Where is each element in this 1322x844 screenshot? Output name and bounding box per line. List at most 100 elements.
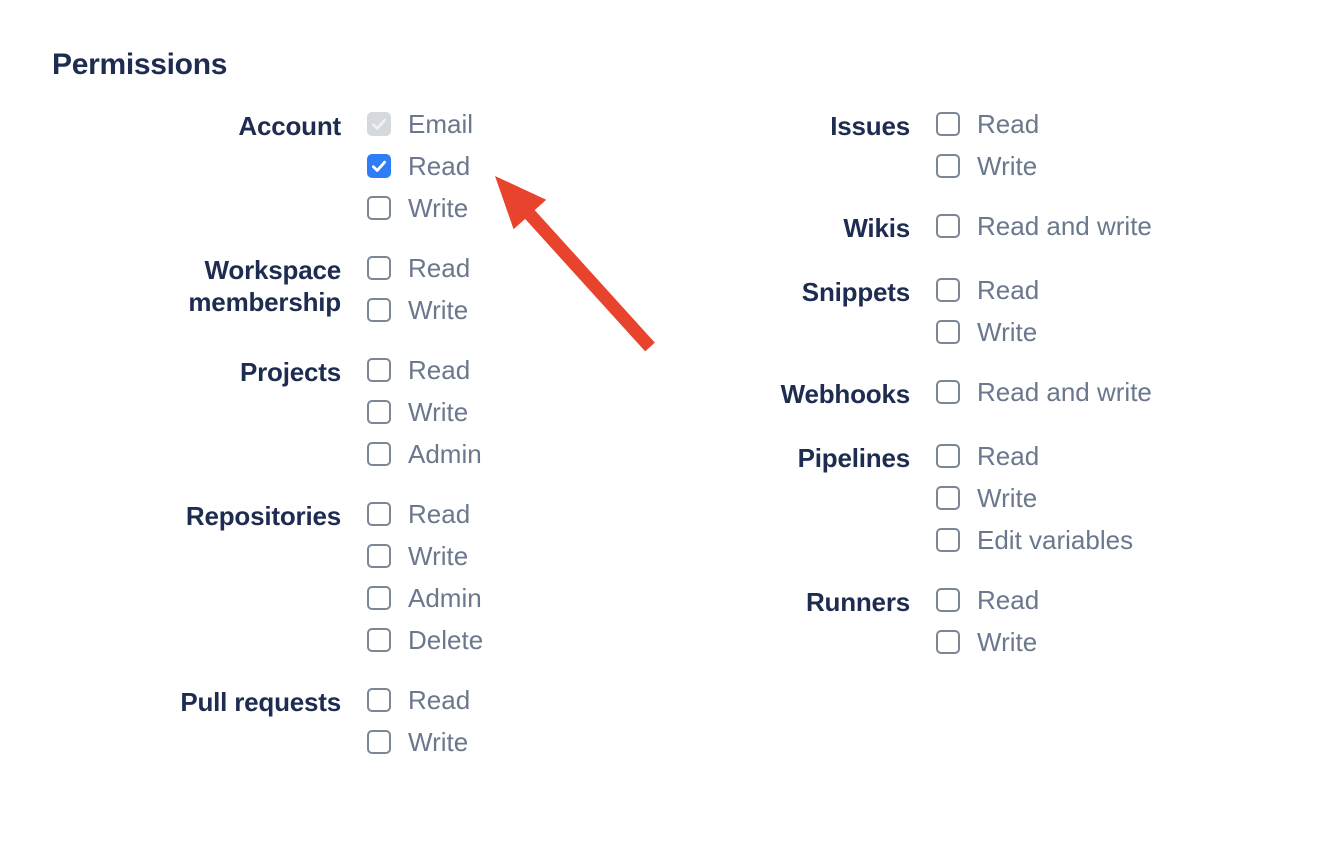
group-label-repositories: Repositories [185,501,341,531]
option-label-repositories-admin[interactable]: Admin [408,583,482,613]
permission-option-snippets-write[interactable]: Write [936,318,1152,346]
group-label-projects: Projects [239,357,341,387]
group-label-pull-requests: Pull requests [180,687,341,717]
checkbox-webhooks-read-and-write[interactable] [936,380,960,404]
checkmark-icon [372,118,386,130]
permission-option-pipelines-read[interactable]: Read [936,442,1152,470]
checkbox-repositories-read[interactable] [367,502,391,526]
option-label-runners-read[interactable]: Read [977,585,1040,615]
option-label-runners-write[interactable]: Write [977,627,1038,657]
checkbox-wikis-read-and-write[interactable] [936,214,960,238]
permission-option-issues-write[interactable]: Write [936,152,1152,180]
permission-options: Read and write [936,212,1152,244]
option-label-projects-read[interactable]: Read [408,355,471,385]
checkbox-issues-read[interactable] [936,112,960,136]
red-arrow-annotation [495,176,655,352]
checkbox-runners-write[interactable] [936,630,960,654]
permission-group-wikis: Wikis Read and write [760,212,1152,244]
red-arrow-shape [495,176,655,352]
checkbox-pipelines-write[interactable] [936,486,960,510]
permission-option-workspace-membership-write[interactable]: Write [367,296,483,324]
option-label-pipelines-read[interactable]: Read [977,441,1040,471]
checkbox-projects-read[interactable] [367,358,391,382]
checkbox-repositories-write[interactable] [367,544,391,568]
permission-option-projects-write[interactable]: Write [367,398,483,426]
permission-option-account-write[interactable]: Write [367,194,483,222]
option-label-workspace-membership-write[interactable]: Write [408,295,469,325]
permission-option-repositories-delete[interactable]: Delete [367,626,483,654]
option-label-issues-read[interactable]: Read [977,109,1040,139]
permission-option-repositories-write[interactable]: Write [367,542,483,570]
option-label-account-write[interactable]: Write [408,193,469,223]
option-label-pull-requests-write[interactable]: Write [408,727,469,757]
permission-option-runners-read[interactable]: Read [936,586,1152,614]
option-label-repositories-delete[interactable]: Delete [408,625,484,655]
checkbox-projects-write[interactable] [367,400,391,424]
option-label-pull-requests-read[interactable]: Read [408,685,471,715]
checkbox-account-write[interactable] [367,196,391,220]
option-label-wikis-read-and-write[interactable]: Read and write [977,211,1152,241]
option-label-workspace-membership-read[interactable]: Read [408,253,471,283]
checkbox-account-read[interactable] [367,154,391,178]
permission-option-runners-write[interactable]: Write [936,628,1152,656]
permission-option-repositories-admin[interactable]: Admin [367,584,483,612]
checkbox-pipelines-read[interactable] [936,444,960,468]
permission-option-projects-read[interactable]: Read [367,356,483,384]
option-label-projects-write[interactable]: Write [408,397,469,427]
checkbox-runners-read[interactable] [936,588,960,612]
option-label-account-email: Email [408,109,474,139]
checkbox-pull-requests-read[interactable] [367,688,391,712]
checkbox-snippets-read[interactable] [936,278,960,302]
checkbox-issues-write[interactable] [936,154,960,178]
permission-option-snippets-read[interactable]: Read [936,276,1152,304]
option-label-projects-admin[interactable]: Admin [408,439,482,469]
group-label-pipelines: Pipelines [797,443,911,473]
checkbox-pipelines-edit-variables[interactable] [936,528,960,552]
permission-option-pull-requests-write[interactable]: Write [367,728,483,756]
checkbox-repositories-admin[interactable] [367,586,391,610]
permission-option-pull-requests-read[interactable]: Read [367,686,483,714]
checkbox-account-email [367,112,391,136]
option-label-snippets-read[interactable]: Read [977,275,1040,305]
permission-option-issues-read[interactable]: Read [936,110,1152,138]
checkbox-pull-requests-write[interactable] [367,730,391,754]
group-label-snippets: Snippets [801,277,910,307]
permission-option-webhooks-read-and-write[interactable]: Read and write [936,378,1152,406]
checkbox-workspace-membership-write[interactable] [367,298,391,322]
option-label-webhooks-read-and-write[interactable]: Read and write [977,377,1152,407]
option-label-repositories-write[interactable]: Write [408,541,469,571]
option-label-pipelines-edit-variables[interactable]: Edit variables [977,525,1134,555]
checkbox-repositories-delete[interactable] [367,628,391,652]
permission-option-account-read[interactable]: Read [367,152,483,180]
checkbox-snippets-write[interactable] [936,320,960,344]
checkbox-projects-admin[interactable] [367,442,391,466]
group-label-account: Account [238,111,341,141]
option-label-issues-write[interactable]: Write [977,151,1038,181]
option-label-pipelines-write[interactable]: Write [977,483,1038,513]
option-label-snippets-write[interactable]: Write [977,317,1038,347]
permission-option-wikis-read-and-write[interactable]: Read and write [936,212,1152,240]
option-label-account-read[interactable]: Read [408,151,471,181]
permission-option-workspace-membership-read[interactable]: Read [367,254,483,282]
permission-option-projects-admin[interactable]: Admin [367,440,483,468]
group-label-wikis: Wikis [843,213,910,243]
checkbox-workspace-membership-read[interactable] [367,256,391,280]
permission-option-pipelines-edit-variables[interactable]: Edit variables [936,526,1152,554]
option-label-repositories-read[interactable]: Read [408,499,471,529]
permission-option-repositories-read[interactable]: Read [367,500,483,528]
permission-option-pipelines-write[interactable]: Write [936,484,1152,512]
permission-option-account-email: Email [367,110,483,138]
